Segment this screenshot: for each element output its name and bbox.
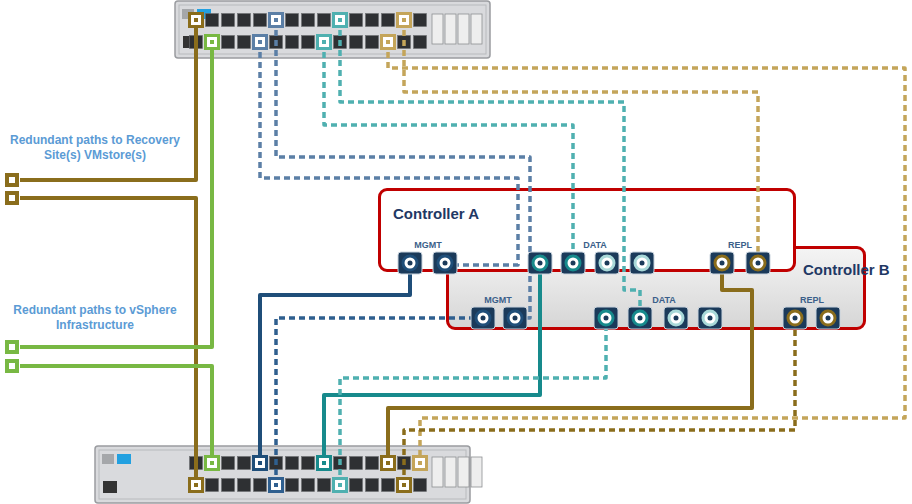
- network-cable: [388, 273, 752, 463]
- controller-port: [594, 307, 618, 329]
- network-cable: [20, 198, 196, 485]
- controller-port: [471, 307, 495, 329]
- controller-port: [628, 307, 652, 329]
- controller-port: [528, 252, 552, 274]
- controller-port: [783, 307, 807, 329]
- switch-port: [318, 36, 331, 49]
- network-cable: [324, 273, 540, 463]
- switch-port: [254, 457, 267, 470]
- switch-port: [414, 457, 427, 470]
- uplink-connector: [5, 359, 19, 373]
- port-group-label: DATA: [583, 240, 607, 250]
- switch-port: [318, 457, 331, 470]
- controller-port: [398, 252, 422, 274]
- switch-port: [398, 14, 411, 27]
- switch-port: [254, 36, 267, 49]
- port-group-label: DATA: [652, 295, 676, 305]
- network-cable: [404, 20, 758, 253]
- port-group-label: REPL: [728, 240, 752, 250]
- controller-port: [664, 307, 688, 329]
- controller-port: [595, 252, 619, 274]
- port-group-label: REPL: [800, 295, 824, 305]
- network-switch: [175, 1, 490, 58]
- network-cable: [404, 328, 795, 485]
- port-group-label: MGMT: [484, 295, 512, 305]
- switch-port: [398, 479, 411, 492]
- switch-port: [270, 14, 283, 27]
- controller-title: Controller A: [393, 205, 479, 222]
- switch-port: [206, 36, 219, 49]
- network-cable: [276, 318, 472, 485]
- network-cable: [388, 42, 905, 463]
- network-switch: [95, 446, 482, 503]
- switch-port: [334, 479, 347, 492]
- port-group-label: MGMT: [414, 240, 442, 250]
- switch-port: [206, 457, 219, 470]
- path-label: Redundant paths to vSphere Infrastructur…: [5, 303, 185, 333]
- controller-port: [710, 252, 734, 274]
- network-cable: [20, 366, 212, 463]
- uplink-connector: [5, 340, 19, 354]
- controller-title: Controller B: [803, 261, 890, 278]
- controller-port: [816, 307, 840, 329]
- controller-port: [433, 252, 457, 274]
- uplink-connector: [5, 191, 19, 205]
- controller-port: [503, 307, 527, 329]
- controller-port: [746, 252, 770, 274]
- network-cable: [340, 20, 640, 308]
- network-cable: [20, 42, 212, 347]
- path-label: Redundant paths to Recovery Site(s) VMst…: [5, 133, 185, 163]
- controller-port: [630, 252, 654, 274]
- network-cable: [324, 42, 573, 253]
- switch-port: [382, 457, 395, 470]
- switch-port: [382, 36, 395, 49]
- controller-port: [698, 307, 722, 329]
- uplink-connector: [5, 173, 19, 187]
- switch-port: [270, 479, 283, 492]
- switch-port: [190, 479, 203, 492]
- switch-port: [334, 14, 347, 27]
- network-cable: [260, 42, 518, 265]
- switch-port: [190, 14, 203, 27]
- controller-port: [561, 252, 585, 274]
